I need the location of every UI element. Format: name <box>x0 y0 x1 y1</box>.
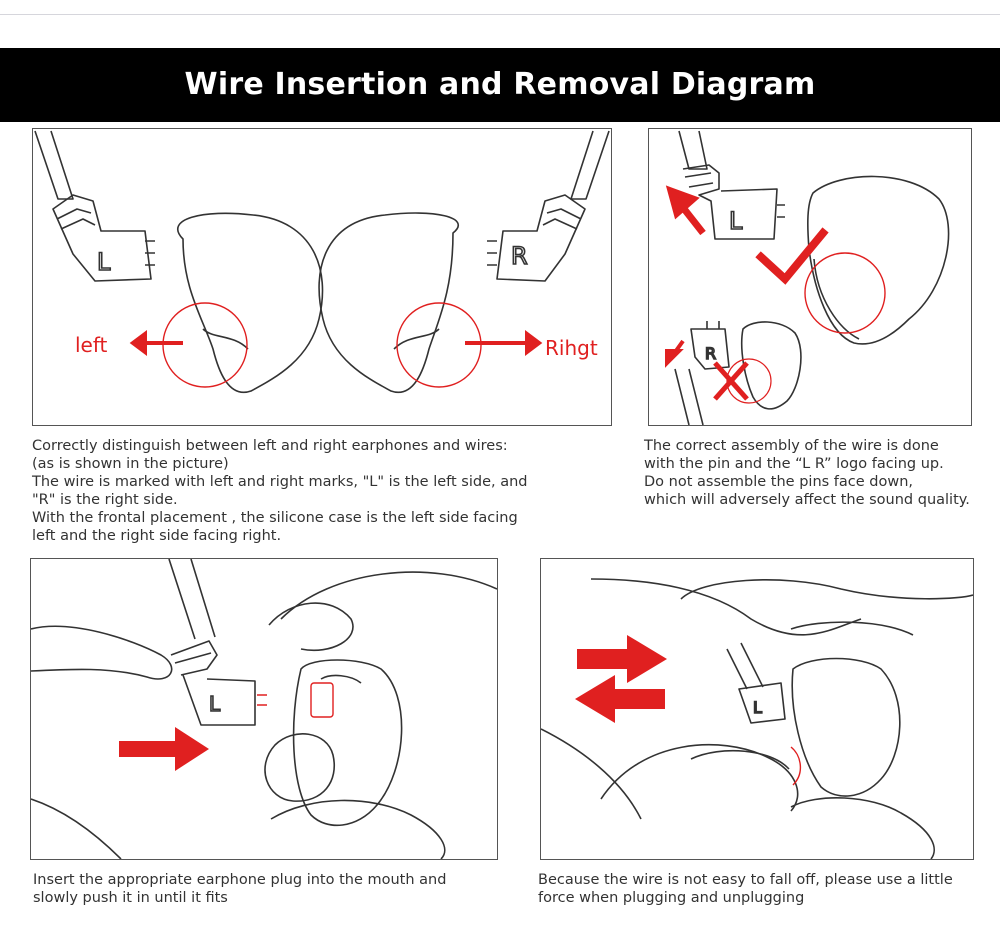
panel2-caption: The correct assembly of the wire is done… <box>644 437 970 509</box>
correct-plug <box>682 164 778 240</box>
caption-line: slowly push it in until it fits <box>33 890 228 906</box>
caption-line: The correct assembly of the wire is done <box>644 438 939 454</box>
x-mark-icon <box>713 361 749 401</box>
socket-mark <box>310 682 334 718</box>
correct-cable <box>678 130 708 170</box>
unplug-earphone-shell <box>791 657 901 797</box>
correct-contact-circle <box>804 252 886 334</box>
right-earphone-shell <box>318 212 460 394</box>
unplug-hand-bottom <box>600 743 799 812</box>
right-cable <box>570 130 610 200</box>
caption-line: which will adversely affect the sound qu… <box>644 492 970 508</box>
unplug-cable <box>726 642 764 690</box>
left-plug <box>52 194 152 282</box>
right-arrow-icon <box>465 330 543 356</box>
wrong-earphone-shell <box>740 321 802 410</box>
insertion-hand-top <box>31 625 173 680</box>
caption-line: Correctly distinguish between left and r… <box>32 438 508 454</box>
panel4-caption: Because the wire is not easy to fall off… <box>538 871 953 907</box>
panel-left-right: L R left Rihgt <box>32 128 612 426</box>
orientation-illustration <box>665 130 950 425</box>
insertion-illustration <box>31 559 497 859</box>
caption-line: Because the wire is not easy to fall off… <box>538 872 953 888</box>
panel-plug-unplug: L <box>540 558 974 860</box>
push-arrow-icon <box>577 635 667 683</box>
plug-unplug-illustration <box>541 578 973 859</box>
pull-arrow-icon <box>575 675 665 723</box>
insertion-cable <box>168 559 216 640</box>
unplug-plug <box>738 682 786 724</box>
left-arrow-icon <box>129 330 183 356</box>
left-right-illustration <box>34 130 610 394</box>
down-arrow-icon <box>665 339 685 368</box>
ear-tip <box>264 733 335 802</box>
page-title: Wire Insertion and Removal Diagram <box>184 67 816 102</box>
title-bar <box>0 48 1000 122</box>
insertion-plug <box>170 640 256 726</box>
caption-line: The wire is marked with left and right m… <box>32 474 528 490</box>
top-rule <box>0 14 1000 15</box>
check-mark-icon <box>755 227 829 285</box>
caption-line: force when plugging and unplugging <box>538 890 805 906</box>
insertion-hand-bottom <box>270 799 446 859</box>
unplug-hand-top <box>590 578 862 636</box>
contact-curve <box>790 746 801 786</box>
panel-insertion: L <box>30 558 498 860</box>
left-earphone-shell <box>176 212 324 394</box>
caption-line: Insert the appropriate earphone plug int… <box>33 872 447 888</box>
left-cable <box>34 130 74 200</box>
wrong-contact-circle <box>726 358 772 404</box>
panel1-caption: Correctly distinguish between left and r… <box>32 437 528 545</box>
panel3-caption: Insert the appropriate earphone plug int… <box>33 871 446 907</box>
insertion-earphone-shell <box>292 659 403 827</box>
correct-earphone-shell <box>807 175 950 345</box>
panel-orientation: L R <box>648 128 972 426</box>
insert-arrow-icon <box>119 727 209 771</box>
caption-line: with the pin and the “L R” logo facing u… <box>644 456 944 472</box>
caption-line: Do not assemble the pins face down, <box>644 474 914 490</box>
caption-line: With the frontal placement , the silicon… <box>32 510 518 526</box>
caption-line: (as is shown in the picture) <box>32 456 229 472</box>
caption-line: left and the right side facing right. <box>32 528 282 544</box>
wrong-plug <box>690 328 730 370</box>
up-arrow-icon <box>665 185 706 236</box>
caption-line: "R" is the right side. <box>32 492 178 508</box>
wrong-cable <box>674 368 704 425</box>
right-plug <box>496 194 586 282</box>
